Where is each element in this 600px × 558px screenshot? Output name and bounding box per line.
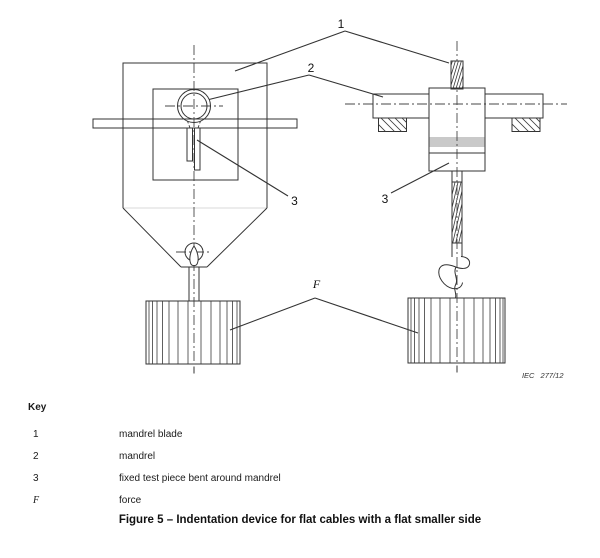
key-symbol-2: 2	[33, 451, 39, 462]
shaded-band	[429, 137, 485, 147]
arm-right	[485, 93, 544, 119]
mount-right	[511, 117, 541, 132]
hanger-rod	[188, 267, 200, 301]
weight-loop	[454, 266, 458, 299]
arm-left	[372, 93, 429, 119]
callout-2: 2	[308, 61, 315, 75]
blade-strip-left	[186, 127, 193, 162]
callout-3-side: 3	[382, 192, 389, 206]
key-symbol-3: 3	[33, 473, 39, 484]
hook	[438, 256, 471, 290]
support-bar	[92, 118, 298, 129]
key-desc-F: force	[119, 495, 142, 506]
key-row-F: F force	[0, 495, 600, 509]
blade-strip-right	[194, 127, 201, 171]
key-symbol-1: 1	[33, 429, 39, 440]
key-desc-1: mandrel blade	[119, 429, 183, 440]
shackle-drop	[189, 245, 199, 267]
weight-right	[407, 297, 506, 364]
callout-3-front: 3	[291, 194, 298, 208]
cable-rod	[451, 171, 463, 257]
front-view	[92, 62, 298, 374]
key-heading: Key	[28, 402, 47, 413]
key-row-2: 2 mandrel	[0, 451, 600, 465]
key-row-1: 1 mandrel blade	[0, 429, 600, 443]
inner-plate	[152, 88, 239, 181]
key-symbol-F: F	[33, 495, 40, 506]
figure-caption: Figure 5 – Indentation device for flat c…	[118, 514, 482, 526]
callout-F: F	[312, 277, 321, 291]
key-row-3: 3 fixed test piece bent around mandrel	[0, 473, 600, 487]
mandrel-plate	[122, 62, 268, 268]
side-view	[372, 60, 544, 373]
test-piece-hidden-lines	[187, 120, 201, 129]
indentation-device-diagram: 1 2 3 3 F IEC 277/12	[92, 17, 567, 380]
key-desc-3: fixed test piece bent around mandrel	[119, 473, 281, 484]
callout-leaders	[196, 30, 450, 334]
weight-left	[145, 300, 241, 365]
iec-credit: IEC 277/12	[522, 371, 564, 380]
mandrel-block	[428, 87, 486, 172]
mandrel-outer	[177, 89, 211, 123]
mandrel-inner	[180, 92, 208, 120]
callout-1: 1	[338, 17, 345, 31]
key-desc-2: mandrel	[119, 451, 156, 462]
